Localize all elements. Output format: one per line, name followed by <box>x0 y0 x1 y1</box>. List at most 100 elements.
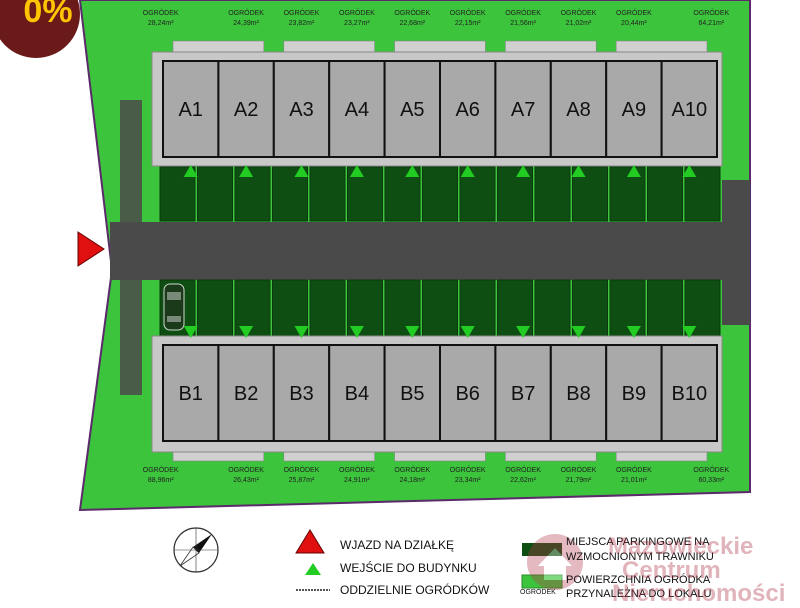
entrance-arrow-icon <box>349 165 364 177</box>
parked-car-icon <box>163 283 185 331</box>
garden-area: 24,18m² <box>399 477 425 484</box>
garden-label: OGRÓDEK <box>228 8 264 17</box>
parking-space <box>309 279 346 339</box>
legend-entry-arrow-icon <box>295 529 325 554</box>
garden-label: OGRÓDEK <box>284 8 320 17</box>
legend-entry-label: WJAZD NA DZIAŁKĘ <box>340 538 455 552</box>
legend-building-entry-label: WEJŚCIE DO BUDYNKU <box>340 561 477 575</box>
access-road <box>110 222 750 280</box>
garden-area: 60,33m² <box>698 477 724 484</box>
entrance-arrow-icon <box>516 326 531 338</box>
entrance-arrow-icon <box>405 326 420 338</box>
parking-space <box>684 279 721 339</box>
parking-space <box>647 279 683 339</box>
unit-box <box>162 344 220 442</box>
garden-label: OGRÓDEK <box>284 465 320 474</box>
garden-label: OGRÓDEK <box>505 465 541 474</box>
unit-label: A7 <box>511 99 535 121</box>
garden-label: OGRÓDEK <box>693 8 729 17</box>
unit-label: B8 <box>566 383 590 405</box>
unit-box <box>660 344 718 442</box>
garden-area: 23,27m² <box>344 20 370 27</box>
unit-box <box>494 60 552 158</box>
legend-garden-label-2: PRZYNALEŻNA DO LOKALU <box>566 588 712 600</box>
garden-area: 22,68m² <box>399 20 425 27</box>
garden-label: OGRÓDEK <box>561 8 597 17</box>
unit-label: B1 <box>178 383 202 405</box>
garden-label: OGRÓDEK <box>450 465 486 474</box>
unit-label: B3 <box>289 383 313 405</box>
unit-label: A2 <box>234 99 258 121</box>
parking-space <box>647 166 683 222</box>
unit-box <box>162 60 220 158</box>
house-logo-icon <box>527 534 583 590</box>
parking-space <box>534 279 571 339</box>
garden-labels-bottom: OGRÓDEK88,96m²OGRÓDEK26,43m²OGRÓDEK25,87… <box>143 465 730 484</box>
parking-space <box>422 166 458 222</box>
legend-parking-label: MIEJSCA PARKINGOWE NA <box>566 536 710 548</box>
entrance-arrow-icon <box>682 165 697 177</box>
unit-label: B2 <box>234 383 258 405</box>
unit-box <box>605 344 663 442</box>
entrance-arrow-icon <box>626 165 641 177</box>
garden-area: 21,02m² <box>566 20 592 27</box>
legend-separator-label: ODDZIELNIE OGRÓDKÓW <box>340 583 490 597</box>
garden-label: OGRÓDEK <box>505 8 541 17</box>
entrance-arrow-icon <box>294 326 309 338</box>
unit-label: A3 <box>289 99 313 121</box>
garden-label: OGRÓDEK <box>339 8 375 17</box>
parking-space <box>422 279 458 339</box>
entrance-arrow-icon <box>183 165 198 177</box>
entrance-arrow-icon <box>349 326 364 338</box>
unit-box <box>383 344 442 442</box>
garden-area: 26,43m² <box>233 477 259 484</box>
garden-area: 22,15m² <box>455 20 481 27</box>
garden-area: 21,01m² <box>621 477 647 484</box>
unit-box <box>660 60 718 158</box>
unit-label: B7 <box>511 383 535 405</box>
garden-label: OGRÓDEK <box>339 465 375 474</box>
garden-area: 28,24m² <box>148 20 174 27</box>
unit-box <box>328 344 386 442</box>
garden-label: OGRÓDEK <box>616 465 652 474</box>
unit-box <box>605 60 663 158</box>
unit-label: B10 <box>672 383 708 405</box>
discount-badge: 0% <box>0 0 80 58</box>
entrance-arrow-icon <box>239 165 254 177</box>
unit-label: A4 <box>345 99 369 121</box>
unit-box <box>217 60 275 158</box>
unit-label: B9 <box>622 383 646 405</box>
entrance-arrow-icon <box>239 326 254 338</box>
unit-box <box>549 344 608 442</box>
road-strip-left <box>120 100 142 395</box>
legend-garden-small-label: OGRÓDEK <box>520 589 556 596</box>
entrance-arrow-icon <box>460 326 475 338</box>
entrance-arrow-icon <box>460 165 475 177</box>
unit-box <box>272 344 331 442</box>
garden-area: 22,62m² <box>510 477 536 484</box>
parking-space <box>609 279 646 339</box>
entrance-arrow-icon <box>682 326 697 338</box>
entrance-arrow-icon <box>571 165 586 177</box>
entrance-arrow-icon <box>183 326 198 338</box>
legend-garden-label: POWIERZCHNIA OGRÓDKA <box>566 574 711 586</box>
unit-label: A9 <box>622 99 646 121</box>
watermark-line-1: Mazowieckie <box>608 533 754 560</box>
parking-space <box>234 279 271 339</box>
unit-box <box>383 60 442 158</box>
legend-parking-swatch <box>522 543 562 556</box>
entrance-arrow-icon <box>294 165 309 177</box>
unit-label: B5 <box>400 383 424 405</box>
garden-label: OGRÓDEK <box>228 465 264 474</box>
garden-label: OGRÓDEK <box>394 8 430 17</box>
site-entry-arrow <box>77 231 105 267</box>
garden-label: OGRÓDEK <box>693 465 729 474</box>
garden-area: 21,56m² <box>510 20 536 27</box>
garden-label: OGRÓDEK <box>561 465 597 474</box>
watermark-line-3: Nieruchomości <box>612 580 786 607</box>
unit-label: A8 <box>566 99 590 121</box>
entrance-arrow-icon <box>516 165 531 177</box>
garden-label: OGRÓDEK <box>394 465 430 474</box>
unit-label: B4 <box>345 383 369 405</box>
